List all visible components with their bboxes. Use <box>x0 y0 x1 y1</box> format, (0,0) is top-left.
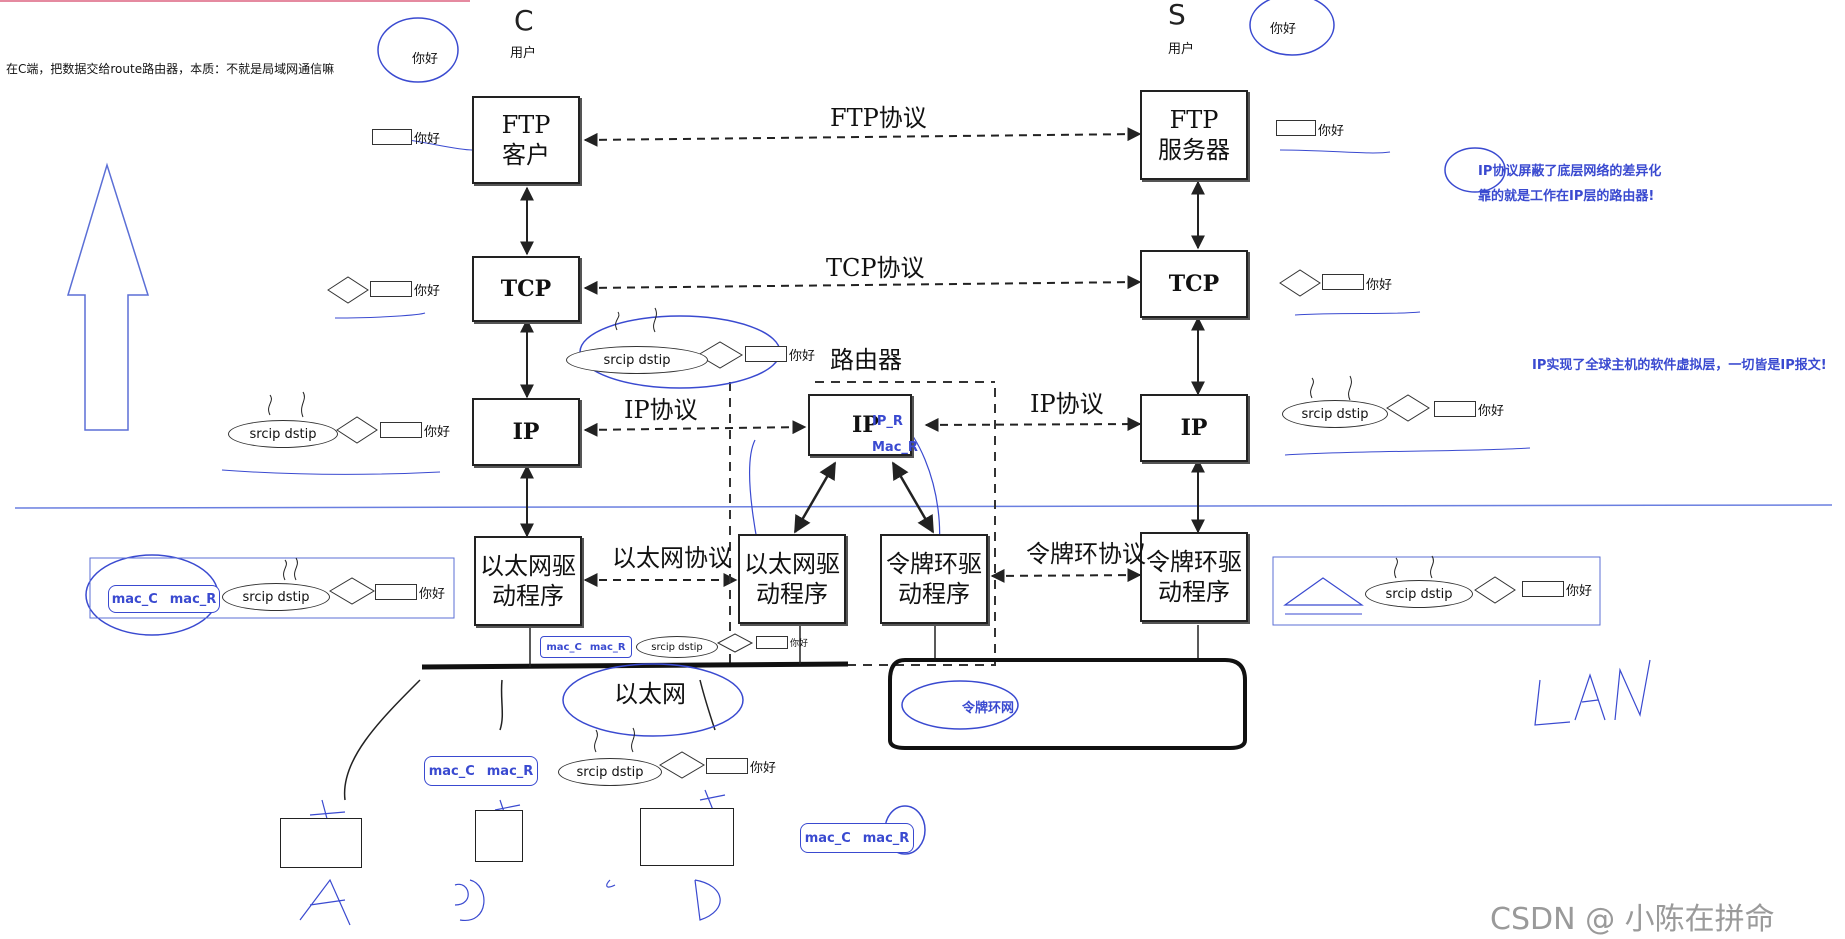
nihao-text: 你好 <box>790 639 809 649</box>
ip-header-oval: srcip dstip <box>228 420 338 448</box>
header-field <box>1322 274 1364 290</box>
note-ip-hides-differences: IP协议屏蔽了底层网络的差异化 <box>1478 164 1662 179</box>
nihao-text: 你好 <box>414 132 441 147</box>
ip-header-oval: srcip dstip <box>1282 400 1388 428</box>
header-field <box>372 129 412 145</box>
header-field <box>375 584 417 600</box>
nihao-text: 你好 <box>1566 584 1593 599</box>
header-field <box>1434 401 1476 417</box>
nihao-text: 你好 <box>412 52 439 67</box>
nihao-text: 你好 <box>424 425 451 440</box>
top-left-note: 在C端，把数据交给route路由器，本质：不就是局域网通信嘛 <box>6 62 335 76</box>
token-ring-network-label: 令牌环网 <box>962 701 1015 716</box>
note-router-at-ip-layer: 靠的就是工作在IP层的路由器! <box>1478 189 1655 204</box>
nihao-text: 你好 <box>1270 22 1297 37</box>
router-ip-box: IP <box>808 394 912 456</box>
ip-protocol-label-right: IP协议 <box>1030 390 1104 418</box>
ethernet-driver-box-left: 以太网驱动程序 <box>474 536 582 626</box>
watermark: CSDN @ 小陈在拼命 <box>1490 902 1775 937</box>
host-b-box <box>475 810 523 862</box>
nihao-text: 你好 <box>414 284 441 299</box>
header-field <box>1276 120 1316 136</box>
note-ip-virtual-layer: IP实现了全球主机的软件虚拟层，一切皆是IP报文! <box>1532 358 1827 373</box>
server-user-label: 用户 <box>1168 42 1195 57</box>
nihao-text: 你好 <box>750 761 777 776</box>
header-field <box>380 422 422 438</box>
host-a-box <box>280 818 362 868</box>
router-label: 路由器 <box>830 346 902 374</box>
ip-protocol-label-left: IP协议 <box>624 396 698 424</box>
ip-header-oval: srcip dstip <box>636 636 718 658</box>
ip-header-oval: srcip dstip <box>1365 580 1473 608</box>
host-d-box <box>640 808 734 866</box>
tcp-box-left: TCP <box>472 256 580 322</box>
nihao-text: 你好 <box>419 587 446 602</box>
nihao-text: 你好 <box>789 349 816 364</box>
router-ip-annotation: IP_R <box>872 414 903 429</box>
client-user-label: 用户 <box>510 46 537 61</box>
client-user-letter: C <box>514 4 534 37</box>
ftp-protocol-label: FTP协议 <box>830 104 927 132</box>
token-ring-protocol-label: 令牌环协议 <box>1026 540 1146 568</box>
ethernet-protocol-label: 以太网协议 <box>612 544 732 572</box>
ethernet-network-label: 以太网 <box>614 680 686 708</box>
up-arrow-icon <box>66 162 150 431</box>
token-ring-driver-box-right: 令牌环驱动程序 <box>1140 532 1248 622</box>
router-ethernet-driver-box: 以太网驱动程序 <box>738 534 846 624</box>
ip-header-oval: srcip dstip <box>566 346 708 374</box>
header-field <box>745 346 787 362</box>
header-field <box>1522 581 1564 597</box>
nihao-text: 你好 <box>1366 278 1393 293</box>
header-field <box>706 758 748 774</box>
nihao-text: 你好 <box>1318 124 1345 139</box>
header-field <box>756 636 788 649</box>
router-mac-annotation: Mac_R <box>872 440 918 455</box>
tcp-box-right: TCP <box>1140 250 1248 318</box>
ip-header-oval: srcip dstip <box>222 583 330 611</box>
ip-box-left: IP <box>472 398 580 466</box>
header-field <box>370 281 412 297</box>
server-user-letter: S <box>1168 0 1186 31</box>
ip-box-right: IP <box>1140 394 1248 462</box>
router-token-ring-driver-box: 令牌环驱动程序 <box>880 534 988 624</box>
tcp-protocol-label: TCP协议 <box>826 254 925 282</box>
nihao-text: 你好 <box>1478 404 1505 419</box>
ip-header-oval: srcip dstip <box>558 758 662 786</box>
